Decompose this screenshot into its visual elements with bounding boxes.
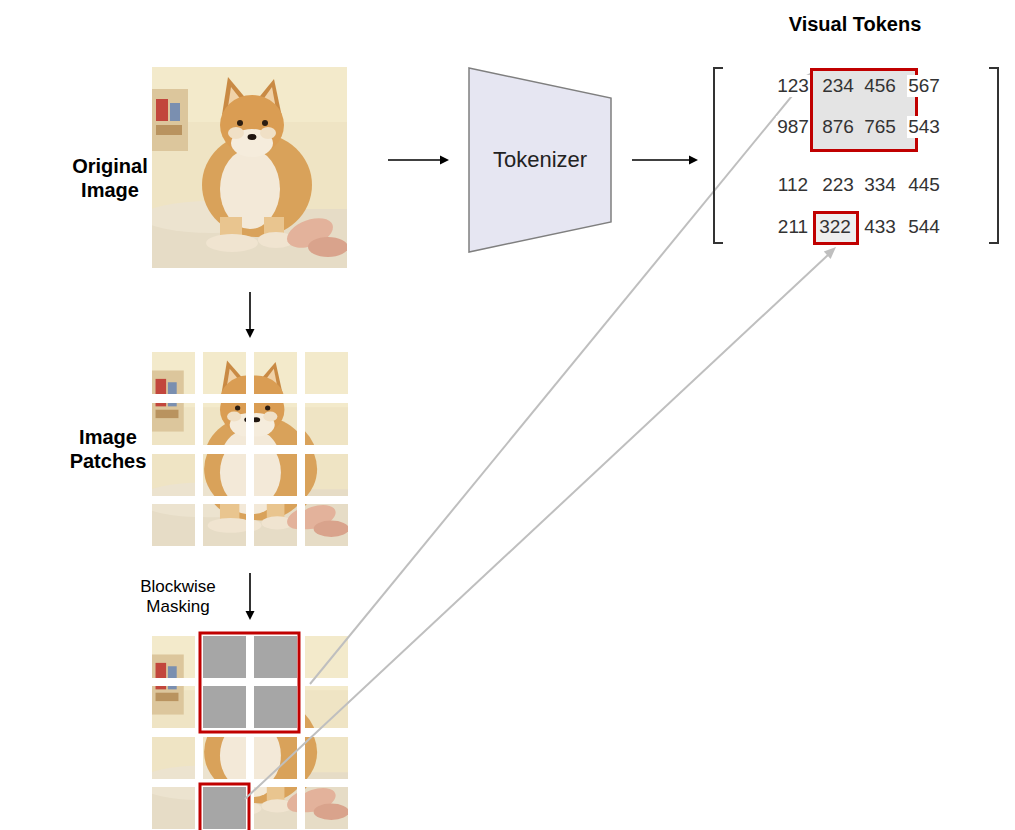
tokenizer-block: Tokenizer xyxy=(468,67,612,253)
token-id: 433 xyxy=(863,216,897,239)
stage-label: Image Patches xyxy=(53,425,163,473)
token-highlight-box: 322 xyxy=(813,211,859,245)
stage-label: Original Image xyxy=(55,154,165,202)
image-patches xyxy=(143,352,349,547)
token-id: 223 xyxy=(821,174,855,197)
token-id: 876 xyxy=(822,116,854,139)
token-id: 987 xyxy=(776,116,810,139)
token-id: 234 xyxy=(822,75,854,98)
token-id: 543 xyxy=(907,116,941,139)
block-label: Tokenizer xyxy=(493,147,587,173)
token-id: 567 xyxy=(907,75,941,98)
token-id: 544 xyxy=(907,216,941,239)
token-id: 334 xyxy=(863,174,897,197)
token-id: 112 xyxy=(777,174,809,197)
token-highlight-box: 234 456 876 765 xyxy=(810,68,918,152)
stage-label: Blockwise Masking xyxy=(128,577,228,618)
token-id: 445 xyxy=(907,174,941,197)
token-id: 456 xyxy=(864,75,896,98)
token-id: 322 xyxy=(819,216,851,239)
token-id: 211 xyxy=(777,216,809,239)
dog-photo xyxy=(142,67,348,269)
token-id: 123 xyxy=(776,75,810,98)
section-heading: Visual Tokens xyxy=(789,12,922,36)
token-id: 765 xyxy=(864,116,896,139)
